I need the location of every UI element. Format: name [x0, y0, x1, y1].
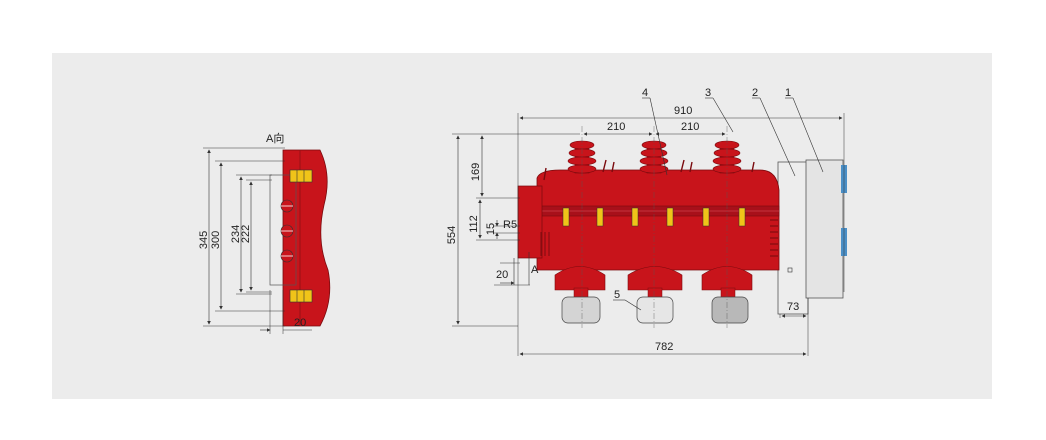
- bottom-hump: [627, 266, 683, 291]
- bottom-hump: [701, 266, 753, 291]
- dim-15: 15: [485, 223, 497, 235]
- radius-r5: R5: [503, 219, 517, 231]
- dim-169: 169: [470, 163, 482, 181]
- dim-73: 73: [787, 301, 799, 313]
- dim-20-side: 20: [294, 317, 306, 329]
- callout-4: 4: [642, 87, 648, 99]
- callout-3: 3: [705, 87, 711, 99]
- dim-910: 910: [674, 105, 692, 117]
- lower-foot: [711, 296, 749, 324]
- view-marker-a: A: [531, 264, 539, 276]
- dim-210-right: 210: [681, 121, 699, 133]
- top-clamp: [289, 169, 313, 183]
- lower-foot: [561, 296, 601, 324]
- lower-foot: [636, 296, 674, 324]
- dim-234: 234: [230, 225, 242, 243]
- cabinet-panel-2: [777, 161, 809, 315]
- terminal-bolts: [562, 207, 746, 227]
- callout-5: 5: [614, 289, 620, 301]
- front-view: 910 210 210 169 554 112 15 R5 20 A 73 78…: [446, 87, 847, 356]
- callout-2: 2: [752, 87, 758, 99]
- cabinet-panel-1: [805, 159, 844, 299]
- side-view-body: [282, 149, 331, 327]
- bottom-clamp: [289, 289, 313, 303]
- dim-222: 222: [240, 225, 252, 243]
- side-view-title: A向: [266, 131, 284, 145]
- dim-782: 782: [655, 341, 673, 353]
- dim-300: 300: [210, 231, 222, 249]
- main-tank: [536, 169, 780, 271]
- side-view: A向 345 300 234 222 20: [198, 131, 331, 334]
- dim-554: 554: [446, 226, 458, 244]
- top-insulator: [712, 140, 742, 174]
- dim-345: 345: [198, 231, 210, 249]
- dim-112: 112: [468, 215, 480, 233]
- bottom-hump: [554, 266, 606, 291]
- dim-210-left: 210: [607, 121, 625, 133]
- callout-1: 1: [785, 87, 791, 99]
- dim-20-front: 20: [496, 269, 508, 281]
